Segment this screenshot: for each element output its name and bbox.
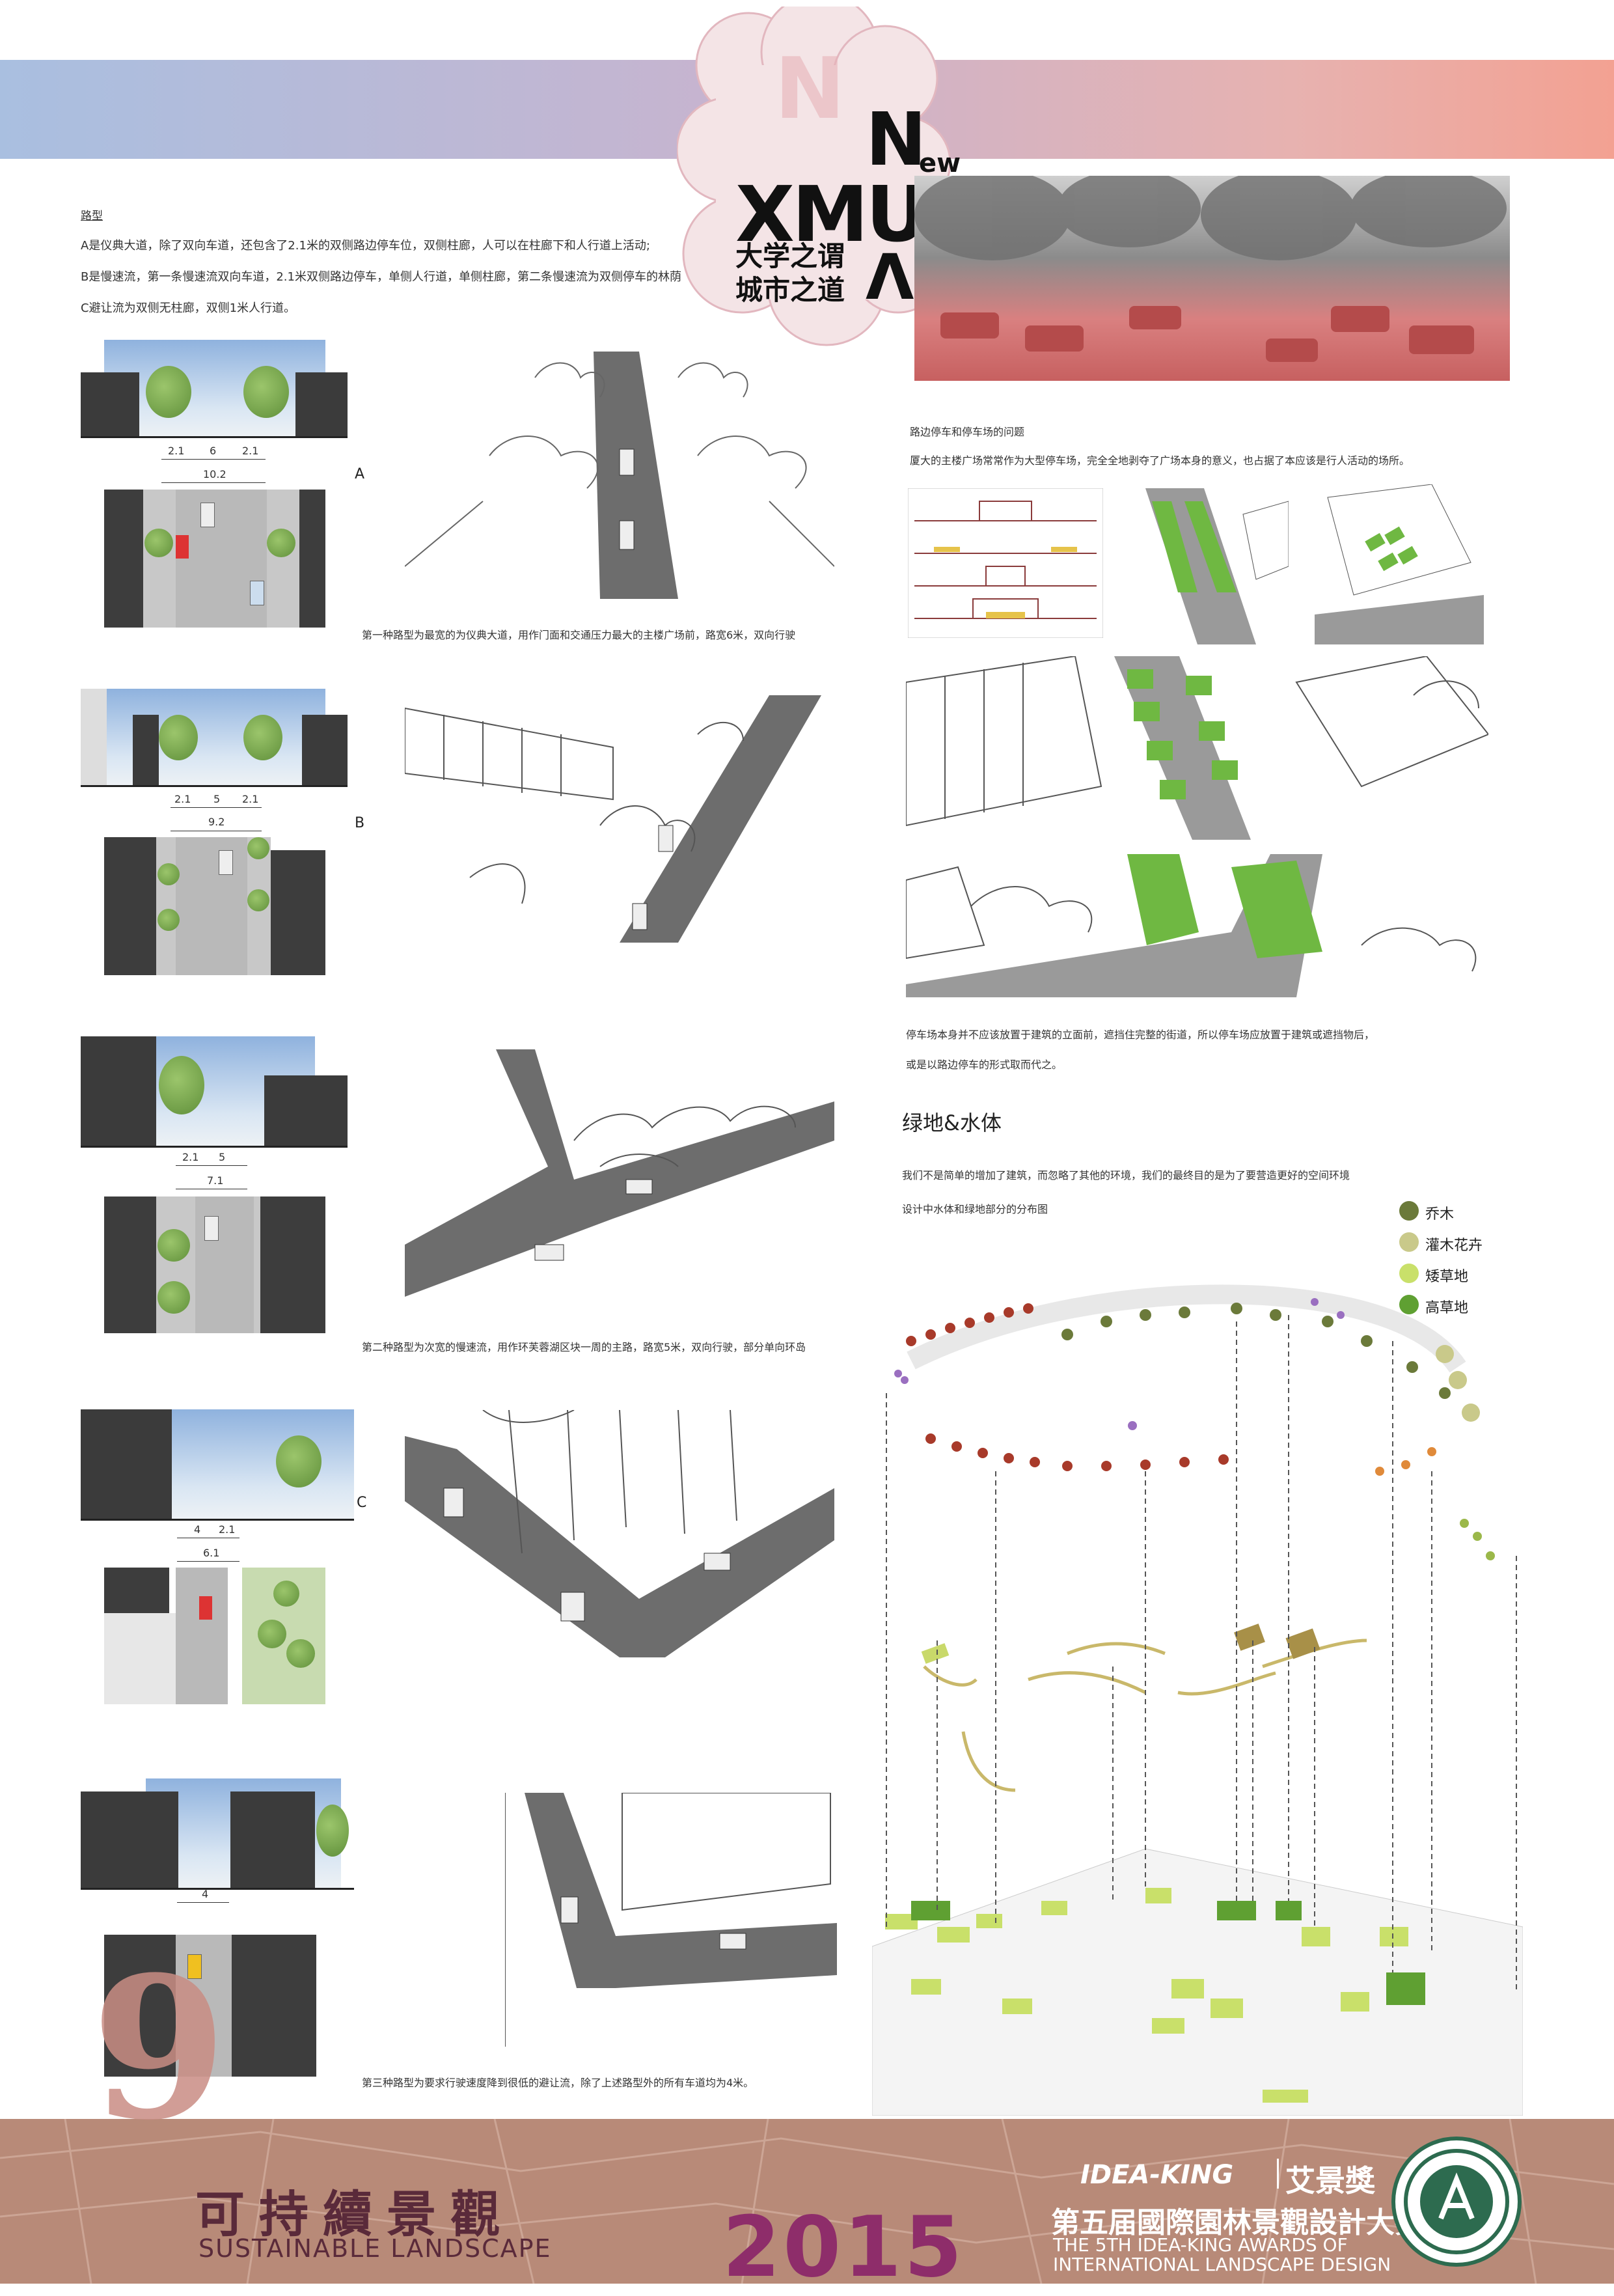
parking-axon-2 xyxy=(1315,484,1484,644)
section-b-total: 9.2 xyxy=(208,816,225,828)
parking-heading: 路边停车和停车场的问题 xyxy=(910,426,1025,438)
green-text-1: 我们不是简单的增加了建筑，而忽略了其他的环境，我们的最终目的是为了要营造更好的空… xyxy=(902,1169,1350,1182)
section-c-perspective xyxy=(405,1409,834,1657)
section-a-dim-1: 2.1 xyxy=(168,445,185,457)
logo-watermark: N xyxy=(774,39,845,138)
section-b2-perspective xyxy=(405,1049,834,1297)
caption-type2: 第二种路型为次宽的慢速流，用作环芙蓉湖区块一周的主路，路宽5米，双向行驶，部分单… xyxy=(362,1341,806,1353)
section-b-dim-3: 2.1 xyxy=(242,793,259,805)
footer-year: 2015 xyxy=(722,2199,965,2296)
brand-cn: 艾景獎 xyxy=(1285,2163,1375,2198)
intro-line-a: A是仪典大道，除了双向车道，还包含了2.1米的双侧路边停车位，双侧柱廊，人可以在… xyxy=(81,239,650,253)
caption-type1: 第一种路型为最宽的为仪典大道，用作门面和交通压力最大的主楼广场前，路宽6米，双向… xyxy=(362,629,796,641)
section-a-dim-3: 2.1 xyxy=(242,445,259,457)
green-exploded-axonometric xyxy=(871,1276,1524,2116)
section-b2-dim-1: 2.1 xyxy=(182,1151,199,1163)
green-text-2: 设计中水体和绿地部分的分布图 xyxy=(902,1203,1048,1215)
section-d-dim-1: 4 xyxy=(202,1888,209,1900)
section-b-plan xyxy=(104,837,325,975)
section-b2-elevation xyxy=(81,1036,348,1148)
competition-cn: 第五届國際園林景觀設計大賽 xyxy=(1051,2206,1423,2239)
green-heading: 绿地&水体 xyxy=(902,1111,1002,1135)
parking-conclusion-1: 停车场本身并不应该放置于建筑的立面前，遮挡住完整的街道，所以停车场应放置于建筑或… xyxy=(906,1029,1375,1041)
legend-swatch-low-grass xyxy=(1399,1264,1419,1283)
caption-type3: 第三种路型为要求行驶速度降到很低的避让流，除了上述路型外的所有车道均为4米。 xyxy=(362,2077,754,2089)
section-c-elevation xyxy=(81,1409,354,1521)
seal-icon xyxy=(1391,2137,1522,2267)
parking-axon-plaza xyxy=(905,854,1496,997)
parking-section-diagram xyxy=(907,488,1104,639)
parking-axon-1 xyxy=(1126,488,1289,644)
photo-trees-overlay xyxy=(914,169,1507,362)
section-a-elevation xyxy=(81,340,348,438)
footer-title-en: SUSTAINABLE LANDSCAPE xyxy=(198,2234,552,2263)
section-d-plan xyxy=(104,1935,332,2077)
legend-swatch-tall-grass xyxy=(1399,1295,1419,1314)
legend-label-tall-grass: 高草地 xyxy=(1425,1300,1469,1316)
section-c-total: 6.1 xyxy=(203,1547,220,1559)
section-b-dim-1: 2.1 xyxy=(174,793,191,805)
parking-photo xyxy=(914,169,1510,381)
logo-cn-line1: 大学之谓 xyxy=(735,240,845,272)
section-b2-dim-2: 5 xyxy=(219,1151,226,1163)
section-a-plan xyxy=(104,490,325,628)
footer-map-texture xyxy=(0,2119,1614,2284)
section-b2-plan xyxy=(104,1196,325,1333)
legend-swatch-tree xyxy=(1399,1201,1419,1221)
parking-text: 厦大的主楼广场常常作为大型停车场，完全全地剥夺了广场本身的意义，也占据了本应该是… xyxy=(910,454,1410,467)
intro-line-c: C避让流为双侧无柱廊，双侧1米人行道。 xyxy=(81,301,296,315)
section-c-dim-1: 4 xyxy=(194,1523,201,1536)
section-a-label: A xyxy=(355,466,365,482)
page-number: 9 xyxy=(91,1933,227,2163)
route-type-heading: 路型 xyxy=(81,210,103,223)
section-d-elevation xyxy=(81,1778,354,1890)
logo-caret: Λ xyxy=(866,241,914,314)
brand-divider xyxy=(1277,2159,1279,2189)
intro-line-b: B是慢速流，第一条慢速流双向车道，2.1米双侧路边停车，单侧人行道，单侧柱廊，第… xyxy=(81,270,681,284)
logo-cn-line2: 城市之道 xyxy=(735,274,845,306)
competition-en-line2: INTERNATIONAL LANDSCAPE DESIGN xyxy=(1053,2254,1391,2275)
logo-ew: ew xyxy=(919,148,961,178)
footer-title-cn: 可持續景觀 xyxy=(195,2185,514,2243)
section-a-perspective xyxy=(404,352,835,599)
legend-label-tree: 乔木 xyxy=(1425,1206,1455,1223)
parking-conclusion-2: 或是以路边停车的形式取而代之。 xyxy=(906,1058,1063,1071)
section-b-perspective xyxy=(404,695,834,943)
section-b2-total: 7.1 xyxy=(207,1174,224,1187)
section-d-perspective xyxy=(504,1792,837,2047)
section-c-dim-2: 2.1 xyxy=(219,1523,236,1536)
section-b-label: B xyxy=(355,815,365,831)
section-a-total: 10.2 xyxy=(203,468,226,480)
green-legend: 乔木 灌木花卉 矮草地 高草地 xyxy=(1399,1201,1529,1325)
legend-label-shrub: 灌木花卉 xyxy=(1425,1238,1483,1254)
logo-xmu: XMU xyxy=(735,169,928,259)
legend-swatch-shrub xyxy=(1399,1232,1419,1252)
section-c-plan xyxy=(104,1568,325,1704)
section-c-label: C xyxy=(357,1495,367,1511)
brand-logo-text: IDEA-KING xyxy=(1080,2160,1234,2190)
section-a-dim-2: 6 xyxy=(210,445,217,457)
legend-label-low-grass: 矮草地 xyxy=(1425,1269,1469,1285)
section-b-elevation xyxy=(81,689,348,787)
competition-en-line1: THE 5TH IDEA-KING AWARDS OF xyxy=(1053,2234,1348,2256)
logo-n: N xyxy=(866,98,927,182)
section-b-dim-2: 5 xyxy=(213,793,221,805)
parking-axon-street xyxy=(905,655,1490,840)
footer-band xyxy=(0,2119,1614,2284)
